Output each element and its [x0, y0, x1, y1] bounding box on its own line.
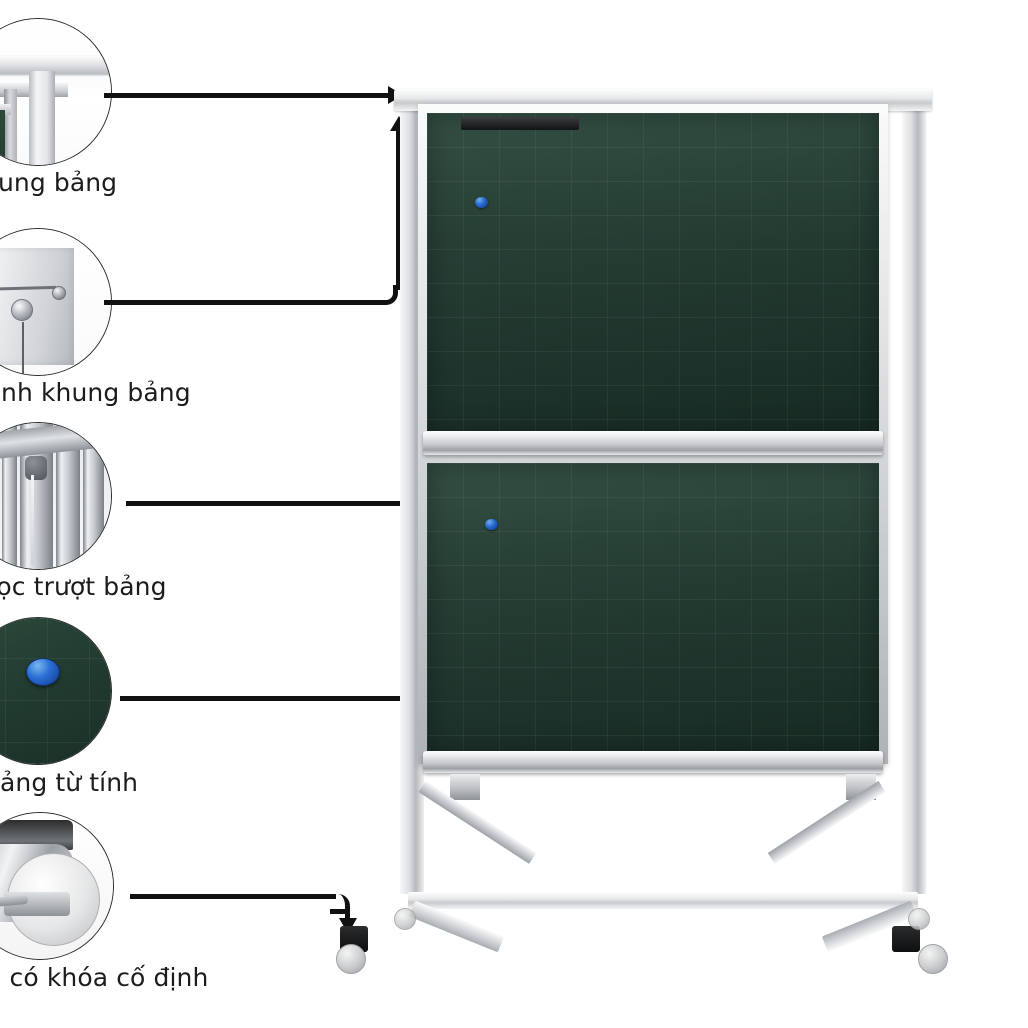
- eraser-holder: [461, 117, 579, 130]
- callout-label-locking-caster: e có khóa cố định: [0, 963, 209, 992]
- caster-wheel-front-left[interactable]: [336, 944, 366, 974]
- caster-wheel-photo: [0, 812, 114, 960]
- board-frame: [418, 104, 888, 773]
- callout-label-frame-corner: hung bảng: [0, 168, 118, 197]
- caster-mount-front-right[interactable]: [892, 926, 920, 952]
- frame-corner-photo: [0, 18, 112, 166]
- caster-wheel-front-right[interactable]: [918, 944, 948, 974]
- upper-panel[interactable]: [427, 113, 879, 435]
- callout-label-slide-track: rọc trượt bảng: [0, 572, 167, 601]
- lower-panel[interactable]: [427, 463, 879, 755]
- mobile-green-board: [322, 80, 948, 974]
- magnet-icon: [475, 197, 488, 208]
- frame-bracket-photo: [0, 228, 112, 376]
- base-cross-bar: [408, 892, 918, 909]
- stand-post-right: [902, 94, 926, 894]
- callout-label-frame-fixing: định khung bảng: [0, 378, 191, 407]
- slide-track-photo: [0, 422, 112, 570]
- magnet-icon: [485, 519, 498, 530]
- magnetic-surface-photo: [0, 617, 112, 765]
- caster-wheel-rear-right[interactable]: [908, 908, 930, 930]
- middle-chalk-rail: [423, 431, 883, 455]
- diagonal-brace-right: [767, 781, 886, 864]
- bottom-chalk-rail: [423, 751, 883, 773]
- caster-wheel-rear-left[interactable]: [394, 908, 416, 930]
- magnet-icon: [26, 658, 60, 686]
- brace-block-left: [450, 774, 480, 800]
- callout-label-magnetic-surface: bảng từ tính: [0, 768, 139, 797]
